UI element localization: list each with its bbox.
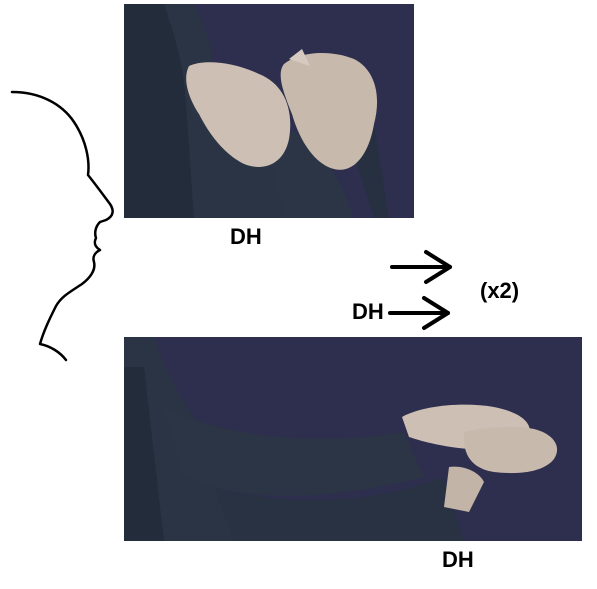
arrow-hand-label: DH	[352, 299, 384, 324]
bottom-sign-photo	[124, 337, 582, 541]
right-arrow-icon	[390, 250, 452, 284]
top-sign-photo	[124, 4, 414, 218]
face-profile-icon	[10, 90, 114, 362]
bottom-hand-label: DH	[442, 547, 474, 572]
right-arrow-icon	[388, 296, 450, 330]
top-hand-label: DH	[230, 224, 262, 249]
repeat-count-label: (x2)	[480, 278, 520, 303]
